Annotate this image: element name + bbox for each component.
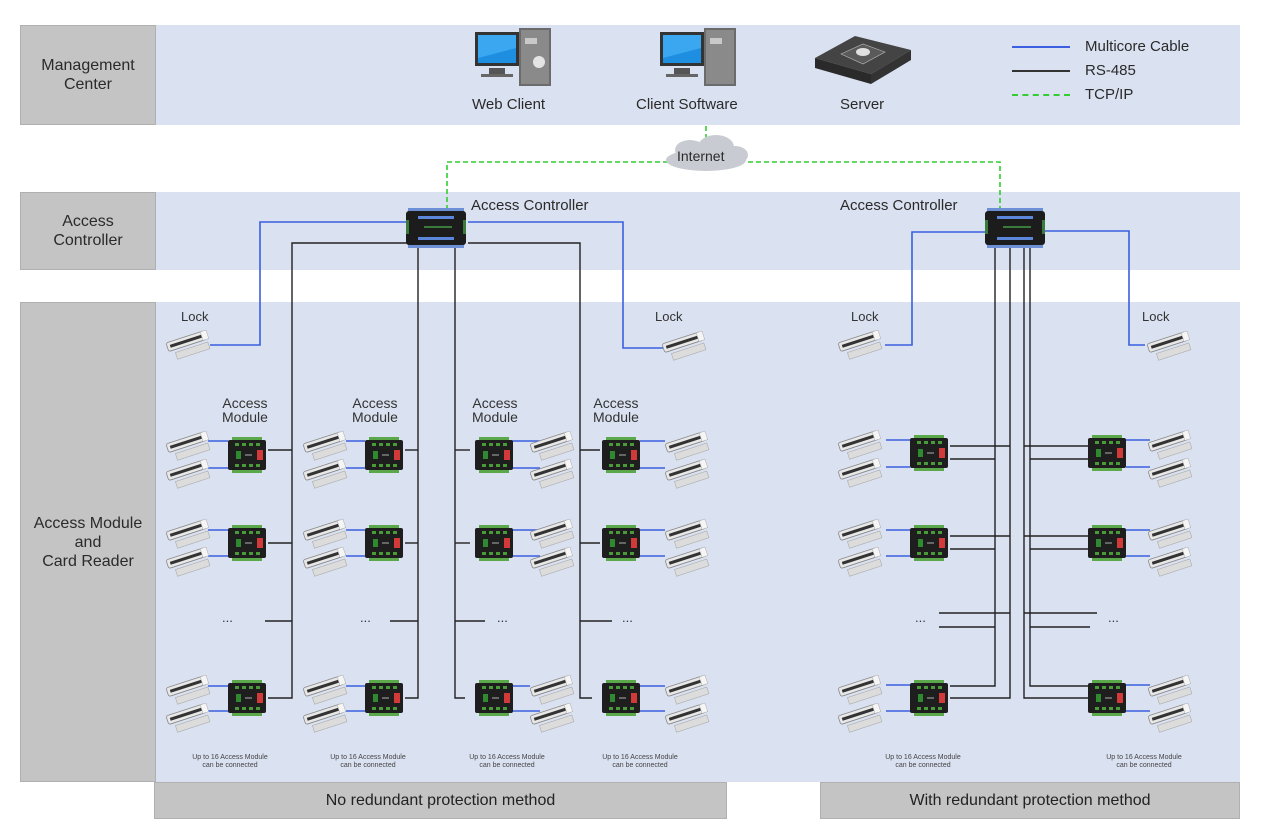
access-controller-right-icon: [985, 208, 1045, 248]
lock-group-col6: [1147, 429, 1195, 735]
ellipsis: ...: [622, 610, 633, 625]
legend-multicore: Multicore Cable: [1012, 38, 1189, 55]
rs485-links-right: [939, 248, 1097, 699]
management-band: [20, 25, 1240, 125]
multicore-links-left: [210, 221, 665, 349]
ellipsis: ...: [1108, 610, 1119, 625]
lock-group-col3: [529, 430, 577, 735]
access-module-label: Access Module: [352, 395, 398, 425]
capacity-note: Up to 16 Access Module can be connected: [192, 754, 268, 769]
legend-tcpip: TCP/IP: [1012, 86, 1133, 103]
footer-with-redundant: With redundant protection method: [820, 782, 1240, 819]
web-client-label: Web Client: [472, 96, 546, 113]
legend-rs485-swatch: [1012, 69, 1070, 72]
server-label: Server: [840, 96, 885, 113]
access-module-label: Access Module: [222, 395, 268, 425]
lock-group-col4: [664, 430, 712, 735]
lock-icon: [661, 330, 709, 363]
access-controller-left-label: Access Controller: [471, 197, 589, 214]
capacity-note: Up to 16 Access Module can be connected: [602, 754, 678, 769]
lock-label: Lock: [181, 309, 209, 324]
server-icon: [815, 36, 911, 84]
lock-icon: [837, 329, 885, 362]
legend-multicore-swatch: [1012, 45, 1070, 48]
lock-icon: [165, 329, 213, 362]
capacity-note: Up to 16 Access Module can be connected: [885, 754, 961, 769]
access-module-label: Access Module: [593, 395, 639, 425]
lock-label: Lock: [655, 309, 683, 324]
footer-no-redundant: No redundant protection method: [154, 782, 727, 819]
access-controller-left-icon: [406, 208, 466, 248]
lock-group-col5: [837, 429, 885, 735]
capacity-note: Up to 16 Access Module can be connected: [330, 754, 406, 769]
lock-icon: [1146, 330, 1194, 363]
ellipsis: ...: [360, 610, 371, 625]
row-label-management-center: Management Center: [20, 25, 156, 125]
capacity-note: Up to 16 Access Module can be connected: [469, 754, 545, 769]
legend-tcpip-swatch: [1012, 93, 1070, 96]
web-client-icon: [475, 28, 551, 86]
row-label-access-controller: Access Controller: [20, 192, 156, 270]
lock-group-col1: [165, 430, 213, 735]
ellipsis: ...: [497, 610, 508, 625]
client-software-label: Client Software: [636, 96, 738, 113]
lock-label: Lock: [1142, 309, 1170, 324]
capacity-note: Up to 16 Access Module can be connected: [1106, 754, 1182, 769]
legend-tcpip-label: TCP/IP: [1085, 86, 1134, 103]
client-software-icon: [660, 28, 736, 86]
row-label-access-module: Access Module and Card Reader: [20, 302, 156, 782]
tcpip-links: [446, 126, 1001, 210]
access-controller-right-label: Access Controller: [840, 197, 958, 214]
lock-group-col2: [302, 430, 350, 735]
legend-multicore-label: Multicore Cable: [1085, 38, 1190, 55]
ellipsis: ...: [222, 610, 233, 625]
lock-label: Lock: [851, 309, 879, 324]
ellipsis: ...: [915, 610, 926, 625]
legend-rs485: RS-485: [1012, 62, 1136, 79]
module-lock-links: [208, 439, 1150, 712]
legend-rs485-label: RS-485: [1085, 62, 1136, 79]
multicore-links-right: [885, 230, 1145, 346]
rs485-links-left: [265, 242, 612, 699]
internet-label: Internet: [677, 148, 725, 164]
internet-cloud-icon: [666, 135, 748, 171]
access-module-label: Access Module: [472, 395, 518, 425]
